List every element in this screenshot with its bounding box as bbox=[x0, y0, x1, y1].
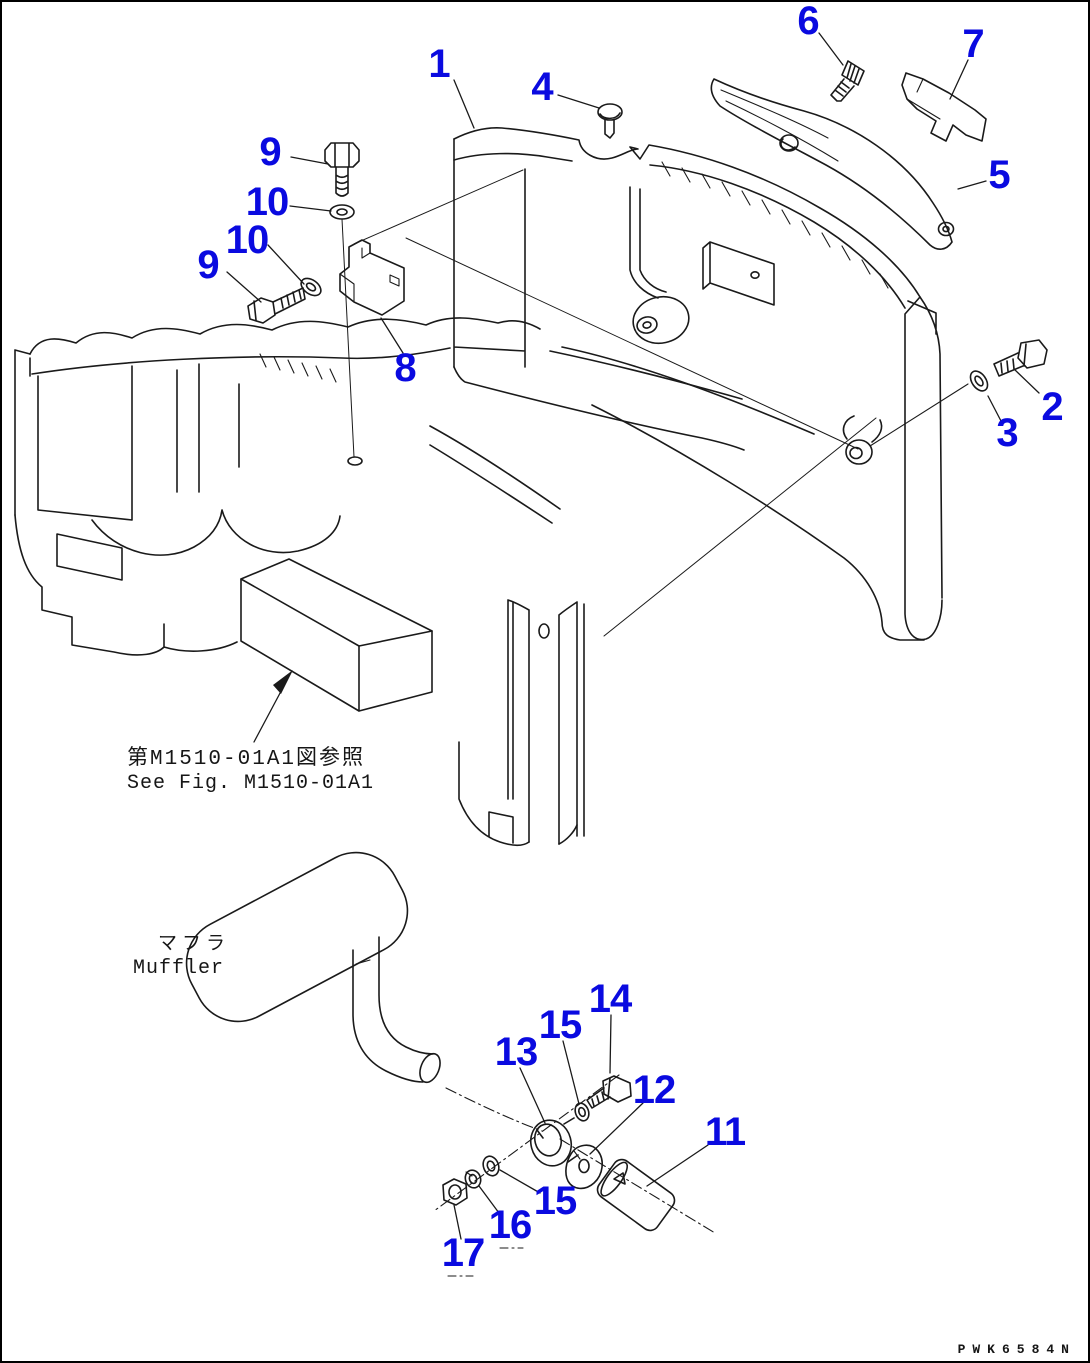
leader-lines bbox=[226, 32, 1040, 1240]
arrow-plate bbox=[901, 72, 987, 142]
drawing-number: PWK6584N bbox=[957, 1342, 1076, 1357]
callout-4: 4 bbox=[531, 65, 553, 109]
callout-15-lower: 15 bbox=[533, 1179, 577, 1223]
callout-7: 7 bbox=[962, 22, 984, 66]
upper-cover-strip bbox=[710, 78, 955, 250]
callout-2: 2 bbox=[1041, 385, 1063, 429]
see-fig-label-jp: 第M1510-01A1図参照 bbox=[127, 748, 366, 771]
nut-17 bbox=[442, 1178, 468, 1206]
washer-10-lower bbox=[300, 277, 322, 297]
clamp-13 bbox=[529, 1117, 579, 1167]
washer-3 bbox=[969, 370, 989, 392]
bolt-9-lower bbox=[247, 287, 306, 324]
callout-9-top: 9 bbox=[259, 130, 281, 174]
clamp-axis-lines bbox=[433, 1074, 716, 1277]
callout-5: 5 bbox=[988, 153, 1010, 197]
callout-10-lower: 10 bbox=[225, 218, 269, 262]
counterweight bbox=[14, 317, 541, 656]
see-fig-arrow bbox=[253, 670, 293, 743]
muffler-label-jp: マフラ bbox=[158, 933, 231, 955]
bolt-9-top bbox=[324, 142, 360, 197]
callout-13: 13 bbox=[494, 1030, 538, 1074]
bracket-12 bbox=[565, 1144, 603, 1190]
callout-11: 11 bbox=[704, 1110, 746, 1154]
callout-10-top: 10 bbox=[245, 180, 289, 224]
rear-cover bbox=[353, 127, 943, 847]
callout-1: 1 bbox=[428, 42, 450, 86]
muffler-label-en: Muffler bbox=[133, 957, 225, 980]
battery-box bbox=[240, 558, 433, 712]
callout-9-lower: 9 bbox=[197, 243, 219, 287]
callout-14: 14 bbox=[588, 977, 632, 1021]
bracket-8 bbox=[339, 239, 405, 316]
screw-4 bbox=[597, 103, 623, 139]
bolt-2 bbox=[993, 339, 1048, 377]
callout-6: 6 bbox=[797, 0, 819, 43]
counterweight-right-arm bbox=[561, 346, 969, 641]
callout-3: 3 bbox=[996, 411, 1018, 455]
callout-12: 12 bbox=[632, 1068, 676, 1112]
callout-17: 17 bbox=[441, 1231, 485, 1275]
muffler bbox=[185, 851, 441, 1084]
washer-15-lower bbox=[482, 1155, 500, 1177]
washer-16 bbox=[464, 1169, 482, 1189]
bolt-6 bbox=[830, 60, 865, 102]
bolt-14 bbox=[586, 1075, 632, 1109]
callout-16: 16 bbox=[488, 1203, 532, 1247]
cylinder-11 bbox=[596, 1158, 676, 1232]
washer-10-top bbox=[329, 204, 363, 466]
callout-8: 8 bbox=[394, 346, 416, 390]
see-fig-label-en: See Fig. M1510-01A1 bbox=[127, 772, 375, 795]
washer-15-upper bbox=[574, 1102, 590, 1122]
callout-15-upper: 15 bbox=[538, 1003, 582, 1047]
